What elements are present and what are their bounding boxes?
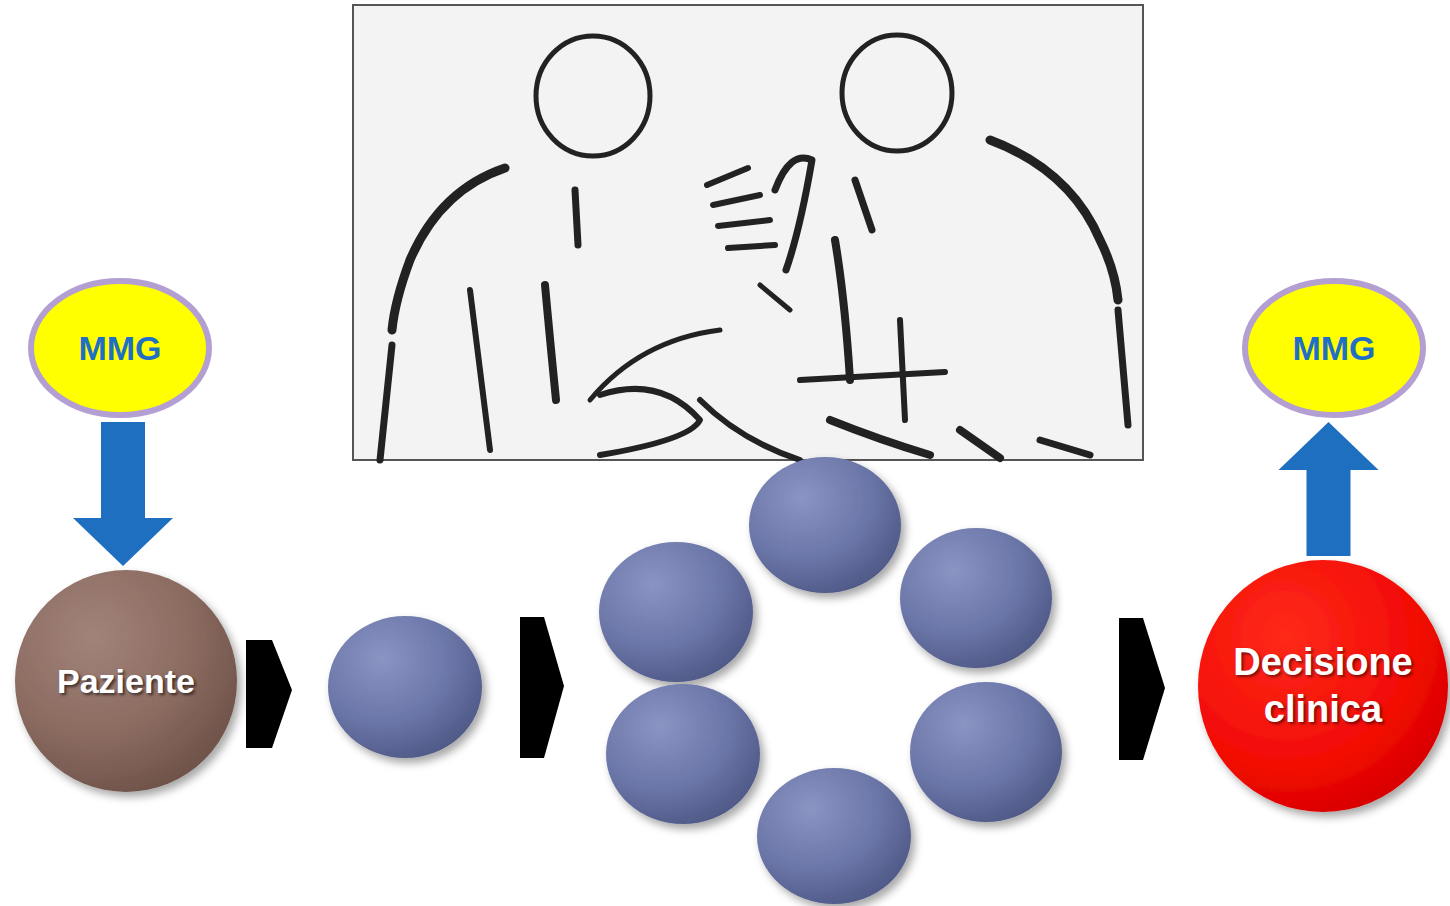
arm-right [900,320,905,420]
block-arrow [1279,422,1379,556]
actor-ellipse-shape [1245,281,1423,415]
knee-left [700,400,800,460]
shoulder-right [990,140,1118,300]
neck-right [855,180,872,230]
blank-circles [328,457,1062,904]
lap-left [600,389,700,455]
flow-arrow [1119,618,1165,760]
sketch-strokes [380,35,1128,460]
node-label: MMG [1292,327,1375,370]
head-right [842,35,952,151]
actor-ellipse: MMG [28,278,212,418]
lap-right [800,372,945,380]
blank-circle [606,684,760,824]
flow-arrow [520,617,564,758]
sketch-illustration [353,5,1143,460]
neck-left [575,190,578,245]
torso-left [545,285,556,400]
patient-circle: Paziente [15,570,237,792]
decision-circle-outline [1198,560,1448,812]
arm-left [470,290,490,450]
hand-gesture [707,168,775,248]
blank-circle [328,616,482,758]
torso-right [835,240,850,380]
head-left [536,36,650,156]
blank-circle [757,768,911,904]
block-arrow [73,422,173,566]
blank-circle [910,682,1062,822]
decision-circle: Decisione clinica [1198,560,1448,812]
back-right [1118,310,1128,425]
wrist-stroke [760,285,790,310]
actor-ellipse-shape [31,281,209,415]
blank-circle [599,542,753,682]
back-left [380,345,392,460]
actor-ellipse: MMG [1242,278,1426,418]
forearm-left [590,330,720,400]
node-label: Decisione clinica [1223,639,1423,734]
node-label: MMG [78,327,161,370]
sketch-frame [353,5,1143,460]
blank-circle [749,457,901,593]
decision-circle-shape [1198,560,1448,812]
blank-circle [900,528,1052,668]
node-label: Paziente [57,660,195,703]
shoulder-left [392,168,505,330]
flow-arrow [246,640,292,748]
seat-right [1040,440,1090,455]
knee-right [830,420,1000,458]
hand-gesture-right [775,158,812,270]
patient-circle-shape [15,570,237,792]
